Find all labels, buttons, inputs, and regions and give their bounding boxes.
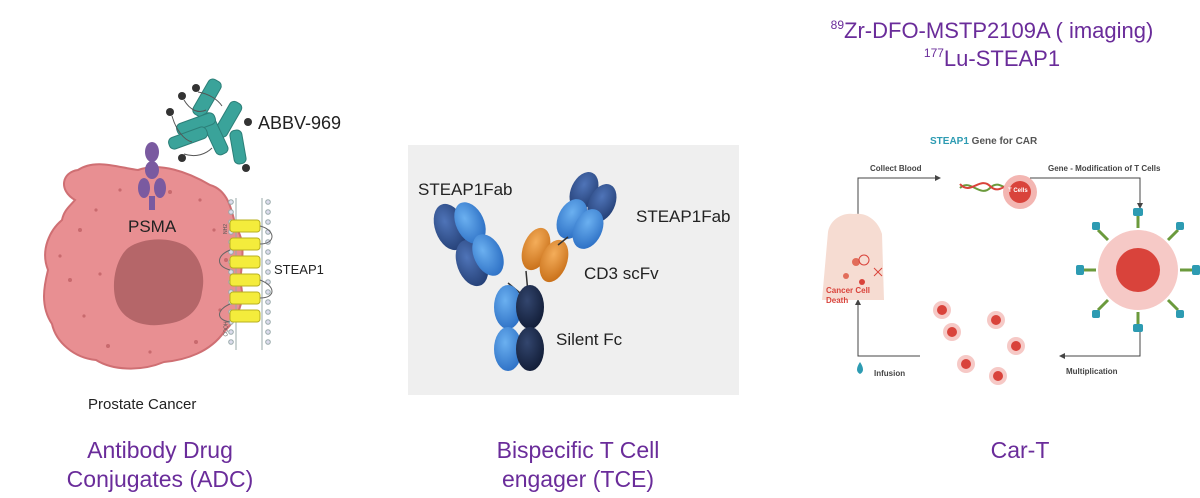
adc-caption-line1: Antibody Drug (87, 437, 233, 463)
tce-cd3-label: CD3 scFv (584, 264, 659, 283)
psma-receptor (138, 142, 166, 210)
car-title-rest: Gene for CAR (968, 136, 1038, 147)
adc-antibody (168, 78, 247, 165)
infusion-label: Infusion (874, 369, 906, 378)
adc-illustration (43, 78, 273, 370)
radioligand-line2: 177Lu-STEAP1 (782, 40, 1200, 72)
tce-caption-line2: engager (TCE) (501, 466, 655, 492)
radioligand-line1: 89Zr-DFO-MSTP2109A ( imaging) (782, 12, 1200, 44)
abbv-969-label: ABBV-969 (258, 113, 342, 133)
car-title: STEAP1 Gene for CAR (930, 136, 1037, 147)
nh2-tag: NH2 (223, 223, 230, 235)
lu-mass-number: 177 (923, 46, 944, 60)
adc-caption-line2: Conjugates (ADC) (66, 466, 254, 492)
car-receptors (1084, 216, 1192, 324)
tce-fc-label: Silent Fc (556, 330, 623, 349)
cart-cycle-diagram (822, 175, 1200, 385)
multiplication-label: Multiplication (1066, 367, 1118, 376)
tce-antibody (433, 172, 617, 371)
cancer-cell-death-line2: Death (826, 296, 849, 305)
lu-tracer-name: Lu-STEAP1 (943, 46, 1061, 71)
tce-caption-line1: Bispecific T Cell (496, 437, 660, 463)
cancer-cell-death-label: Cancer Cell Death (826, 286, 870, 306)
collect-blood-label: Collect Blood (870, 164, 922, 173)
gene-modification-label: Gene - Modification of T Cells (1048, 164, 1161, 173)
multiplied-t-cells (933, 301, 1025, 385)
tce-caption: Bispecific T Cell engager (TCE) (458, 436, 698, 494)
zr-mass-number: 89 (830, 18, 845, 32)
zr-tracer-name: Zr-DFO-MSTP2109A ( imaging) (844, 18, 1154, 43)
steap1-label: STEAP1 (274, 262, 324, 277)
car-title-steap1: STEAP1 (930, 136, 969, 147)
nucleus (113, 239, 204, 326)
cancer-cell-death-line1: Cancer Cell (826, 286, 871, 295)
tce-fab-right-label: STEAP1Fab (636, 207, 731, 226)
infusion-drop-icon (857, 362, 863, 374)
t-cells-label: T Cells (1008, 188, 1028, 194)
drug-payloads (166, 84, 252, 172)
cart-caption: Car-T (990, 437, 1050, 463)
prostate-cancer-label: Prostate Cancer (88, 396, 197, 413)
cooh-tag: COOH (223, 321, 230, 337)
tce-fab-left-label: STEAP1Fab (418, 180, 513, 199)
psma-label: PSMA (128, 217, 177, 236)
adc-caption: Antibody Drug Conjugates (ADC) (40, 436, 280, 494)
patient-torso (822, 213, 884, 300)
